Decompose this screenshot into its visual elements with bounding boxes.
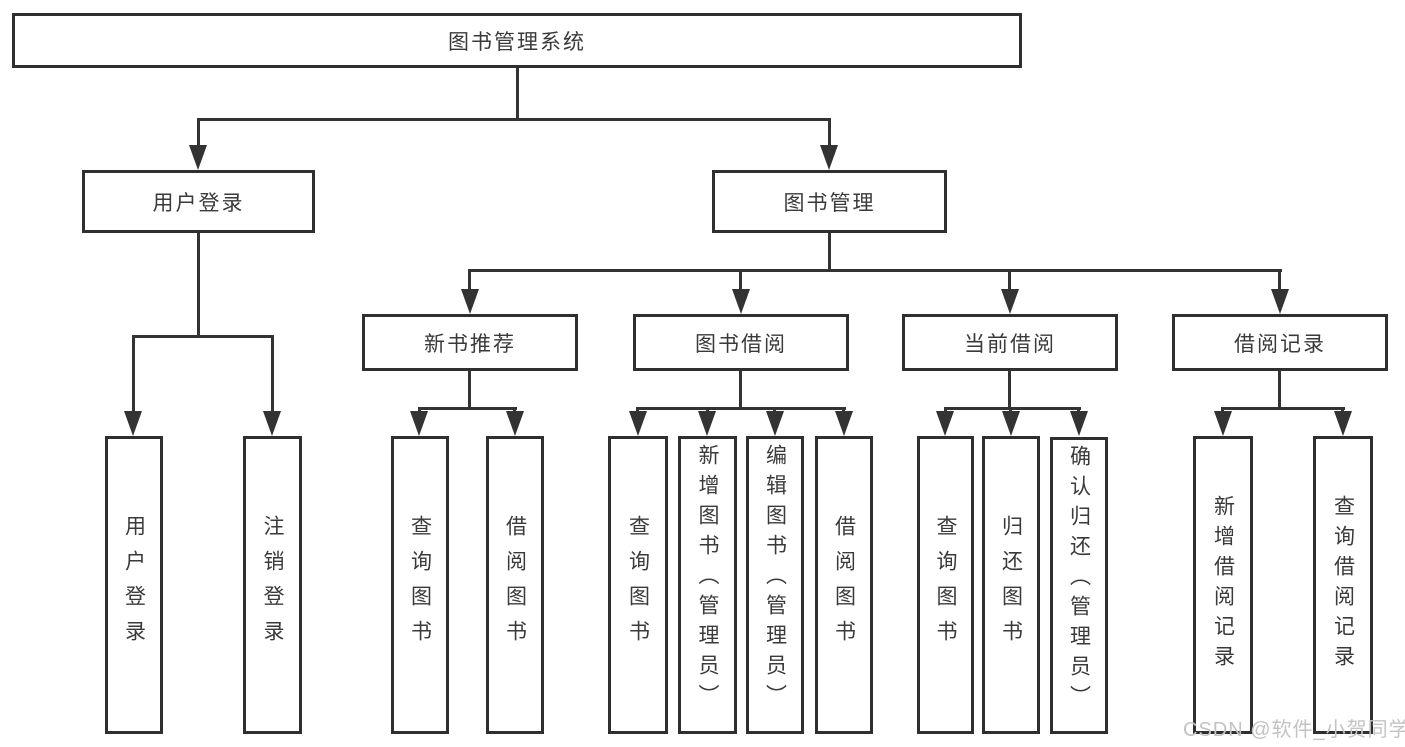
- arrow-down-icon: [835, 411, 853, 436]
- node-query-books-borrowing: 查询图书: [608, 436, 668, 734]
- node-label: 查询图书: [626, 515, 650, 655]
- arrow-down-icon: [1001, 289, 1019, 314]
- connector-line: [828, 233, 831, 272]
- node-return-books: 归还图书: [982, 436, 1040, 734]
- node-label: 用户登录: [152, 191, 245, 215]
- node-label: 借阅图书: [503, 515, 527, 655]
- connector-line: [271, 335, 274, 413]
- arrow-down-icon: [820, 145, 838, 170]
- connector-line: [197, 118, 200, 148]
- node-label: 注销登录: [261, 515, 284, 655]
- connector-line: [944, 407, 1081, 410]
- arrow-down-icon: [189, 145, 207, 170]
- watermark: CSDN @软件_小贺同学: [1183, 719, 1405, 741]
- node-book-borrowing: 图书借阅: [633, 314, 849, 371]
- connector-line: [197, 233, 200, 337]
- arrow-down-icon: [1214, 411, 1232, 436]
- node-add-borrow-record: 新增借阅记录: [1193, 436, 1253, 734]
- node-label: 借阅图书: [832, 515, 856, 655]
- node-user-login-leaf: 用户登录: [105, 436, 163, 734]
- arrow-down-icon: [461, 289, 479, 314]
- node-label: 用户登录: [122, 515, 146, 655]
- arrow-down-icon: [732, 289, 750, 314]
- arrow-down-icon: [1002, 411, 1020, 436]
- arrow-down-icon: [629, 411, 647, 436]
- connector-line: [739, 269, 742, 291]
- node-logout: 注销登录: [243, 436, 302, 734]
- node-query-books-current: 查询图书: [917, 436, 974, 734]
- node-query-books-recommend: 查询图书: [391, 436, 449, 734]
- node-label: 当前借阅: [964, 332, 1056, 356]
- arrow-down-icon: [936, 411, 954, 436]
- arrow-down-icon: [124, 411, 142, 436]
- connector-line: [468, 269, 1282, 272]
- arrow-down-icon: [1334, 411, 1352, 436]
- node-borrow-books-borrowing: 借阅图书: [815, 436, 873, 734]
- arrow-down-icon: [766, 411, 784, 436]
- node-label: 查询图书: [934, 515, 957, 655]
- connector-line: [1008, 269, 1011, 291]
- connector-line: [1278, 269, 1281, 291]
- node-label: 查询借阅记录: [1331, 495, 1355, 675]
- node-add-book-admin: 新增图书（管理员）: [678, 436, 737, 734]
- node-confirm-return-admin: 确认归还（管理员）: [1050, 437, 1108, 734]
- node-label: 借阅记录: [1234, 332, 1326, 356]
- arrow-down-icon: [1271, 289, 1289, 314]
- connector-line: [1221, 407, 1345, 410]
- connector-line: [1278, 371, 1281, 410]
- connector-line: [197, 118, 831, 121]
- connector-line: [132, 335, 135, 413]
- node-library-management-system: 图书管理系统: [12, 13, 1022, 68]
- arrow-down-icon: [1070, 411, 1088, 436]
- arrow-down-icon: [263, 411, 281, 436]
- connector-line: [516, 68, 519, 120]
- connector-line: [1008, 371, 1011, 410]
- arrow-down-icon: [698, 411, 716, 436]
- node-label: 编辑图书（管理员）: [763, 444, 787, 714]
- node-label: 确认归还（管理员）: [1067, 445, 1091, 715]
- node-label: 查询图书: [408, 515, 432, 655]
- node-borrow-books-recommend: 借阅图书: [486, 436, 544, 734]
- node-label: 图书管理: [783, 191, 876, 215]
- node-label: 图书管理系统: [448, 30, 586, 54]
- node-query-borrow-record: 查询借阅记录: [1313, 436, 1373, 734]
- node-new-book-recommend: 新书推荐: [362, 314, 578, 371]
- node-label: 新书推荐: [424, 332, 516, 356]
- connector-line: [828, 118, 831, 148]
- node-borrowing-records: 借阅记录: [1172, 314, 1388, 371]
- node-current-borrowing: 当前借阅: [902, 314, 1118, 371]
- node-edit-book-admin: 编辑图书（管理员）: [746, 436, 804, 734]
- arrow-down-icon: [506, 411, 524, 436]
- node-book-management: 图书管理: [712, 170, 947, 233]
- connector-line: [739, 371, 742, 410]
- node-label: 新增借阅记录: [1211, 495, 1235, 675]
- connector-line: [132, 335, 274, 338]
- arrow-down-icon: [410, 411, 428, 436]
- node-user-login: 用户登录: [82, 170, 315, 233]
- node-label: 新增图书（管理员）: [696, 444, 719, 714]
- node-label: 图书借阅: [695, 332, 787, 356]
- connector-line: [636, 407, 846, 410]
- connector-line: [418, 407, 517, 410]
- connector-line: [468, 371, 471, 410]
- node-label: 归还图书: [999, 515, 1023, 655]
- connector-line: [468, 269, 471, 291]
